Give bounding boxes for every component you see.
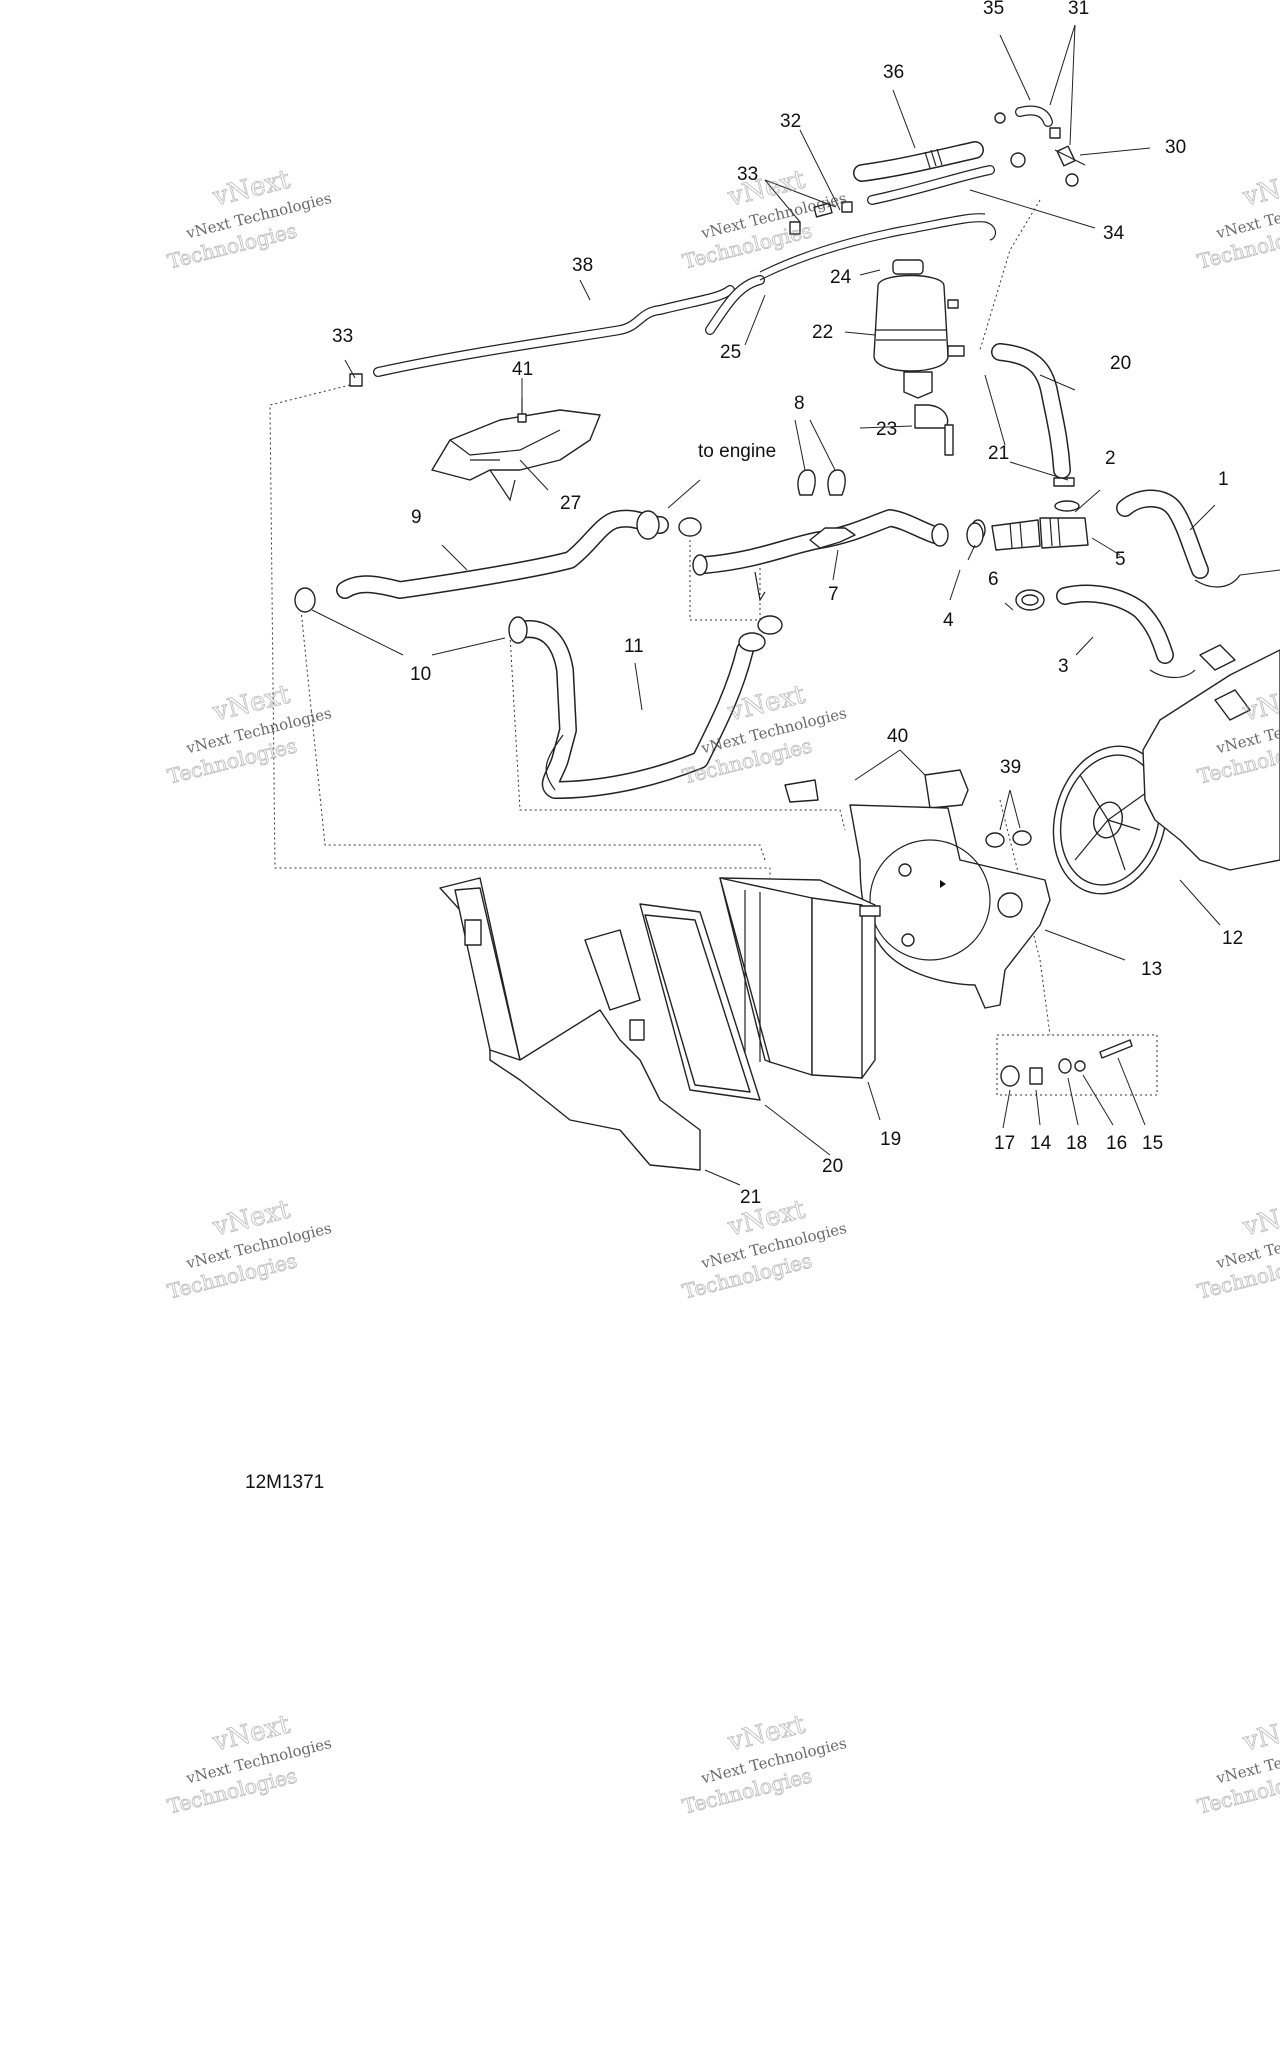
callout-36: 35 [983,0,1004,19]
callout-11: 11 [624,636,644,657]
panel-21 [439,877,701,1171]
watermark: vNext vNext Technologies Technologies [1195,1709,1280,1819]
callout-labels: 35 31 36 30 32 33 34 38 24 22 33 41 25 2… [332,0,1243,1208]
hose-27 [705,213,996,335]
watermark: vNext vNext Technologies Technologies [1195,164,1280,274]
callout-5: 5 [1115,549,1126,570]
callout-16: 16 [1106,1133,1127,1154]
callout-31: 30 [1165,137,1186,158]
pipe-7 [692,509,949,602]
callout-20: 20 [822,1156,843,1177]
reference-code: 12M1371 [245,1472,324,1493]
callout-19: 19 [880,1129,901,1150]
callout-9: 9 [411,507,422,528]
hardware-14-18 [996,1034,1158,1096]
callout-10: 10 [410,664,431,685]
callout-41: 41 [512,359,533,380]
watermark: vNext vNext Technologies Technologies [1195,1194,1280,1304]
svg-text:vNext: vNext [1239,1709,1280,1757]
to-engine-note: to engine [698,441,776,462]
svg-text:vNext: vNext [1239,1194,1280,1242]
callout-34-top: 33 [737,164,758,185]
watermark: vNext vNext Technologies Technologies [680,1709,849,1819]
callout-37: 36 [883,62,904,83]
clamp-6 [966,522,984,548]
callout-27: 25 [720,342,741,363]
callout-7: 7 [828,584,839,605]
callout-14: 14 [1030,1133,1052,1154]
callout-15: 15 [1142,1133,1163,1154]
watermark: vNext vNext Technologies Technologies [680,679,849,789]
fan-12 [1052,745,1168,895]
tank-bracket-25 [914,404,954,456]
hose-35 [867,165,995,205]
callout-35: 34 [1103,223,1125,244]
callout-8: 8 [794,393,805,414]
callout-6: 6 [988,569,999,590]
hose-1 [1116,489,1280,588]
hose-22 [991,343,1075,487]
callout-23: 21 [988,443,1009,464]
hose-11 [508,615,783,799]
fitting-31-32 [1010,127,1086,187]
svg-text:vNext: vNext [1239,164,1280,212]
dotted-guide-lines [269,199,1051,1036]
callout-24: 22 [812,322,833,343]
hose-37 [853,141,984,182]
clamps-8 [797,469,846,496]
callout-34-left: 33 [332,326,353,347]
grommets-39 [985,830,1032,848]
callout-18: 18 [1066,1133,1087,1154]
brackets-40 [784,769,969,809]
callout-21: 21 [740,1187,761,1208]
watermark: vNext vNext Technologies Technologies [165,1709,334,1819]
expansion-tank-24 [873,259,965,399]
callout-17: 17 [994,1133,1015,1154]
watermark: vNext vNext Technologies Technologies [165,164,334,274]
hose-3 [1056,584,1196,679]
watermark: vNext vNext Technologies Technologies [165,679,334,789]
screw-41 [517,398,527,423]
callout-1: 1 [1218,469,1229,490]
callout-39: 39 [1000,757,1021,778]
fan-shroud-13 [849,804,1051,1009]
callout-26: 24 [830,267,852,288]
callout-2: 2 [1105,448,1116,469]
callout-38: 38 [572,255,593,276]
hose-9 [294,509,702,613]
callout-33: 32 [780,111,801,132]
clamp-4 [1015,589,1045,611]
radiator-19 [719,877,881,1079]
callout-4: 4 [943,610,954,631]
hose-38 [349,285,735,387]
watermark: vNext vNext Technologies Technologies [165,1194,334,1304]
callout-32: 31 [1068,0,1089,19]
callout-12: 12 [1222,928,1243,949]
callout-25: 23 [876,419,897,440]
callout-3: 3 [1058,656,1069,677]
leader-lines [311,24,1221,1186]
side-panel [1142,644,1280,871]
fitting-2-5-6 [970,500,1089,551]
hose-36 [994,105,1053,127]
connectors-33-34 [789,201,853,235]
callout-40: 40 [887,726,908,747]
callout-30: 27 [560,493,581,514]
callout-22: 20 [1110,353,1131,374]
bracket-30 [431,409,601,502]
panel-20 [639,903,761,1101]
callout-13: 13 [1141,959,1162,980]
